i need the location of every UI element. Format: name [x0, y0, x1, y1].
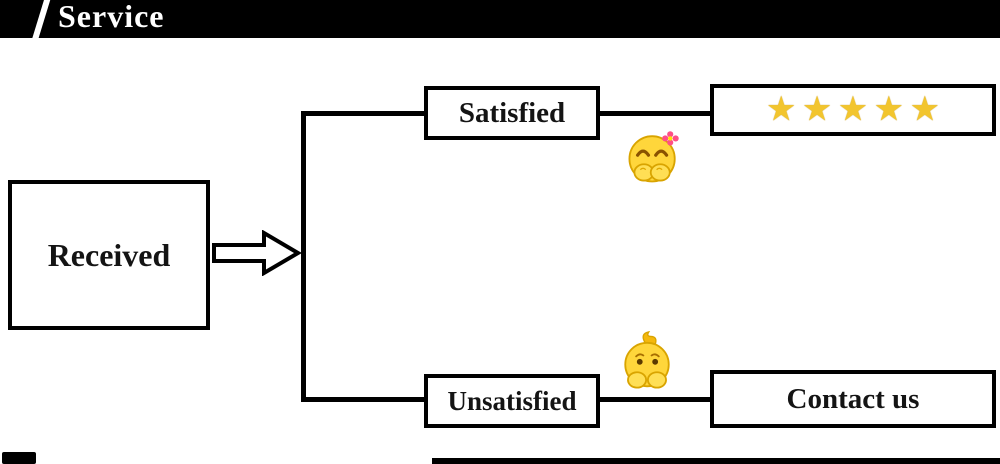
unsatisfied-branch-line [303, 397, 424, 402]
page-title: Service [58, 0, 165, 34]
flower-decoration [662, 131, 679, 146]
flow-arrow-icon [212, 230, 302, 276]
giggle-emoji-icon [628, 131, 679, 183]
satisfied-node: Satisfied [424, 86, 600, 140]
five-stars-icon: ★★★★★ [767, 93, 948, 126]
header-slash-decoration [29, 0, 53, 48]
received-label: Received [47, 236, 171, 273]
received-node: Received [8, 180, 210, 330]
satisfied-label: Satisfied [458, 96, 566, 129]
bottom-edge-bar [432, 458, 1000, 464]
satisfied-to-stars-line [600, 111, 710, 116]
bottom-left-cutoff-mark [2, 452, 36, 464]
unsatisfied-to-contact-line [600, 397, 710, 402]
unsatisfied-node: Unsatisfied [424, 374, 600, 428]
unsatisfied-label: Unsatisfied [447, 385, 577, 416]
header-bar: Service [0, 0, 1000, 48]
shy-emoji-icon [624, 330, 670, 389]
satisfied-branch-line [303, 111, 424, 116]
branch-vertical-line [301, 111, 306, 402]
contact-label: Contact us [786, 382, 920, 415]
contact-node: Contact us [710, 370, 996, 428]
rating-node: ★★★★★ [710, 84, 996, 136]
